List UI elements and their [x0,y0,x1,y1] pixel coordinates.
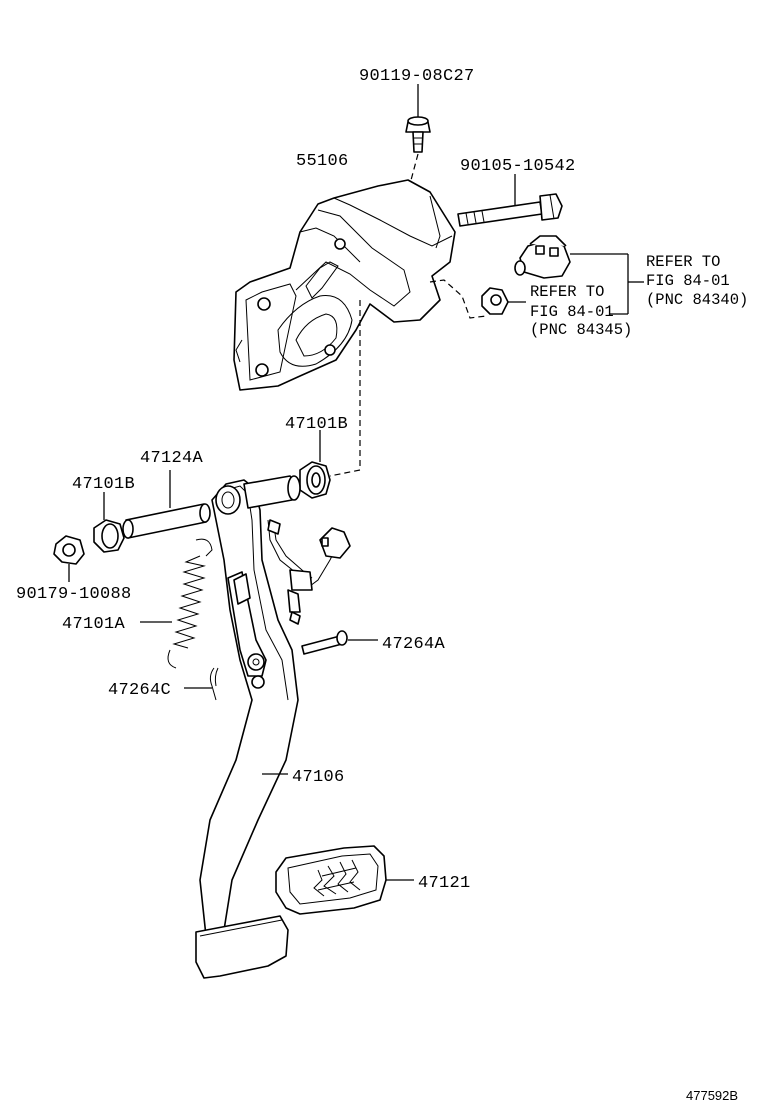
bushing-47101b-left-drawing [93,492,125,553]
label-pipe-47124a: 47124A [140,449,204,468]
ref-upper-line2: FIG 84-01 [646,272,730,290]
label-bracket-55106: 55106 [296,152,349,171]
switch-84340-drawing [514,235,644,314]
bracket-55106-drawing [233,179,487,477]
ref-lower-line2: FIG 84-01 [530,303,614,321]
diagram-code: 477592B [686,1088,738,1103]
label-spring-47101a: 47101A [62,615,126,634]
label-bushing-47101b-left: 47101B [72,475,135,494]
label-clip-47264c: 47264C [108,681,171,700]
label-bushing-47101b-upper: 47101B [285,415,348,434]
pipe-47124a-drawing [122,470,211,539]
label-bolt-90119: 90119-08C27 [359,67,475,86]
nut-90179-drawing [53,535,85,582]
label-nut-90179: 90179-10088 [16,585,132,604]
spring-47101a-drawing [140,538,213,669]
label-pedal-pad-47121: 47121 [418,874,471,893]
label-pedal-arm-47106: 47106 [292,768,345,787]
ref-lower-line1: REFER TO [530,283,604,301]
bolt-90105-drawing [457,174,563,227]
label-pin-47264a: 47264A [382,635,446,654]
ref-lower-line3: (PNC 84345) [530,321,632,339]
ref-upper-line1: REFER TO [646,253,720,271]
clip-47264c-drawing [184,667,219,701]
ref-upper-line3: (PNC 84340) [646,291,748,309]
pin-47264a-drawing [301,630,378,655]
pedal-arm-47106-drawing [199,475,351,937]
bushing-47101b-upper-drawing [299,430,331,499]
label-bolt-90105: 90105-10542 [460,157,576,176]
pedal-pad-on-arm-drawing [195,915,289,979]
pedal-pad-47121-drawing [275,845,414,915]
stopper-84345-drawing [481,287,628,315]
